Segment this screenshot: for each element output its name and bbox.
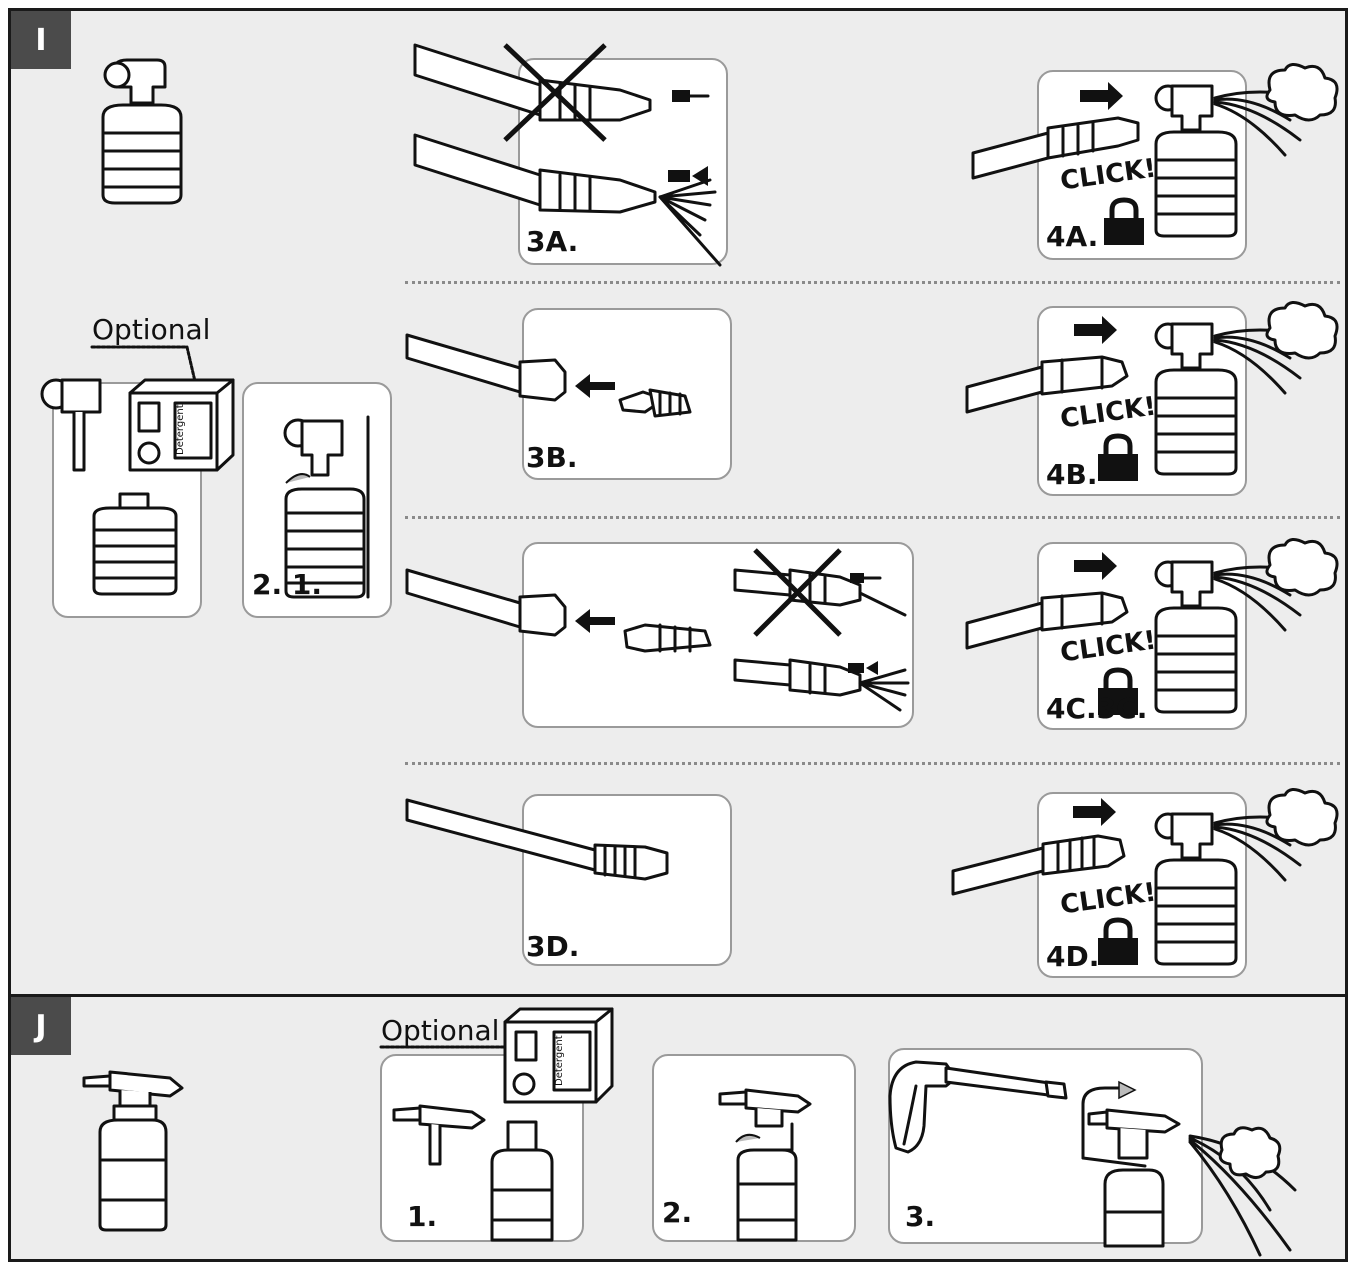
foam-gun-bottle-icon xyxy=(718,1088,812,1242)
lance-icon xyxy=(405,333,692,418)
foam-bottle-icon xyxy=(1154,560,1238,714)
step-label: 4D. xyxy=(1046,940,1100,973)
foam-gun-bottle-icon xyxy=(1081,1080,1181,1248)
leader-line xyxy=(379,1045,513,1049)
step-label: 2. 1. xyxy=(252,568,322,601)
step-label: 3B. xyxy=(526,441,578,474)
lock-icon xyxy=(1104,197,1144,245)
step-label: 2. xyxy=(662,1196,693,1229)
optional-label: Optional xyxy=(381,1014,500,1047)
spray-gun-icon xyxy=(888,1060,1068,1154)
cross-icon xyxy=(503,43,607,142)
detergent-text: Detergent xyxy=(554,1035,565,1086)
optional-label: Optional xyxy=(92,313,211,346)
panel-3c xyxy=(522,542,914,728)
foam-gun-icon xyxy=(392,1104,486,1166)
foam-cloud-icon xyxy=(1188,1126,1297,1257)
lance-click-icon xyxy=(951,798,1126,896)
foam-bottle-icon xyxy=(92,492,178,596)
foam-cloud-icon xyxy=(1213,538,1339,632)
foam-cloud-icon xyxy=(1213,788,1339,882)
lance-icon xyxy=(405,798,669,881)
foam-cloud-icon xyxy=(1213,63,1339,157)
divider xyxy=(405,762,1340,765)
detergent-text: Detergent xyxy=(175,404,186,455)
foam-bottle-icon xyxy=(283,415,370,599)
step-label: 4B. xyxy=(1046,458,1098,491)
lance-click-icon xyxy=(965,316,1129,414)
step-label: 4C.3C. xyxy=(1046,692,1148,725)
step-label: 4A. xyxy=(1046,220,1099,253)
arrow-left-icon xyxy=(575,374,615,398)
lance-icon xyxy=(413,43,722,267)
step-label: 3D. xyxy=(526,930,580,963)
foam-bottle-icon xyxy=(1154,322,1238,476)
lock-icon xyxy=(1098,433,1138,481)
lance-click-icon xyxy=(965,552,1129,650)
detergent-box-icon: Detergent xyxy=(128,378,235,472)
leader-line xyxy=(90,345,199,392)
lock-icon xyxy=(1098,917,1138,965)
step-label: 3. xyxy=(905,1200,936,1233)
arrow-left-icon xyxy=(575,609,615,633)
lance-icon xyxy=(405,568,712,653)
cross-icon xyxy=(753,548,842,637)
arrow-right-icon xyxy=(1074,552,1117,580)
arrow-right-icon xyxy=(1074,316,1117,344)
step-label: 3A. xyxy=(526,225,579,258)
divider xyxy=(405,516,1340,519)
arrow-right-icon xyxy=(1073,798,1116,826)
foam-gun-bottle-icon xyxy=(82,1070,184,1232)
arrow-right-icon xyxy=(1080,82,1123,110)
foam-bottle-icon xyxy=(101,58,183,205)
divider xyxy=(405,281,1340,284)
foam-bottle-icon xyxy=(490,1120,554,1242)
lock-icon xyxy=(1098,667,1138,715)
section-j-tab: J xyxy=(11,997,71,1055)
foam-bottle-icon xyxy=(1154,84,1238,238)
step-label: 1. xyxy=(407,1200,438,1233)
nozzle-icon xyxy=(733,548,910,712)
foam-bottle-icon xyxy=(1154,812,1238,966)
panel-3d xyxy=(522,794,732,966)
foam-nozzle-icon xyxy=(40,378,102,472)
foam-cloud-icon xyxy=(1213,301,1339,395)
detergent-box-icon: Detergent xyxy=(503,1007,614,1104)
section-i-tab: I xyxy=(11,11,71,69)
lance-click-icon xyxy=(971,82,1140,180)
